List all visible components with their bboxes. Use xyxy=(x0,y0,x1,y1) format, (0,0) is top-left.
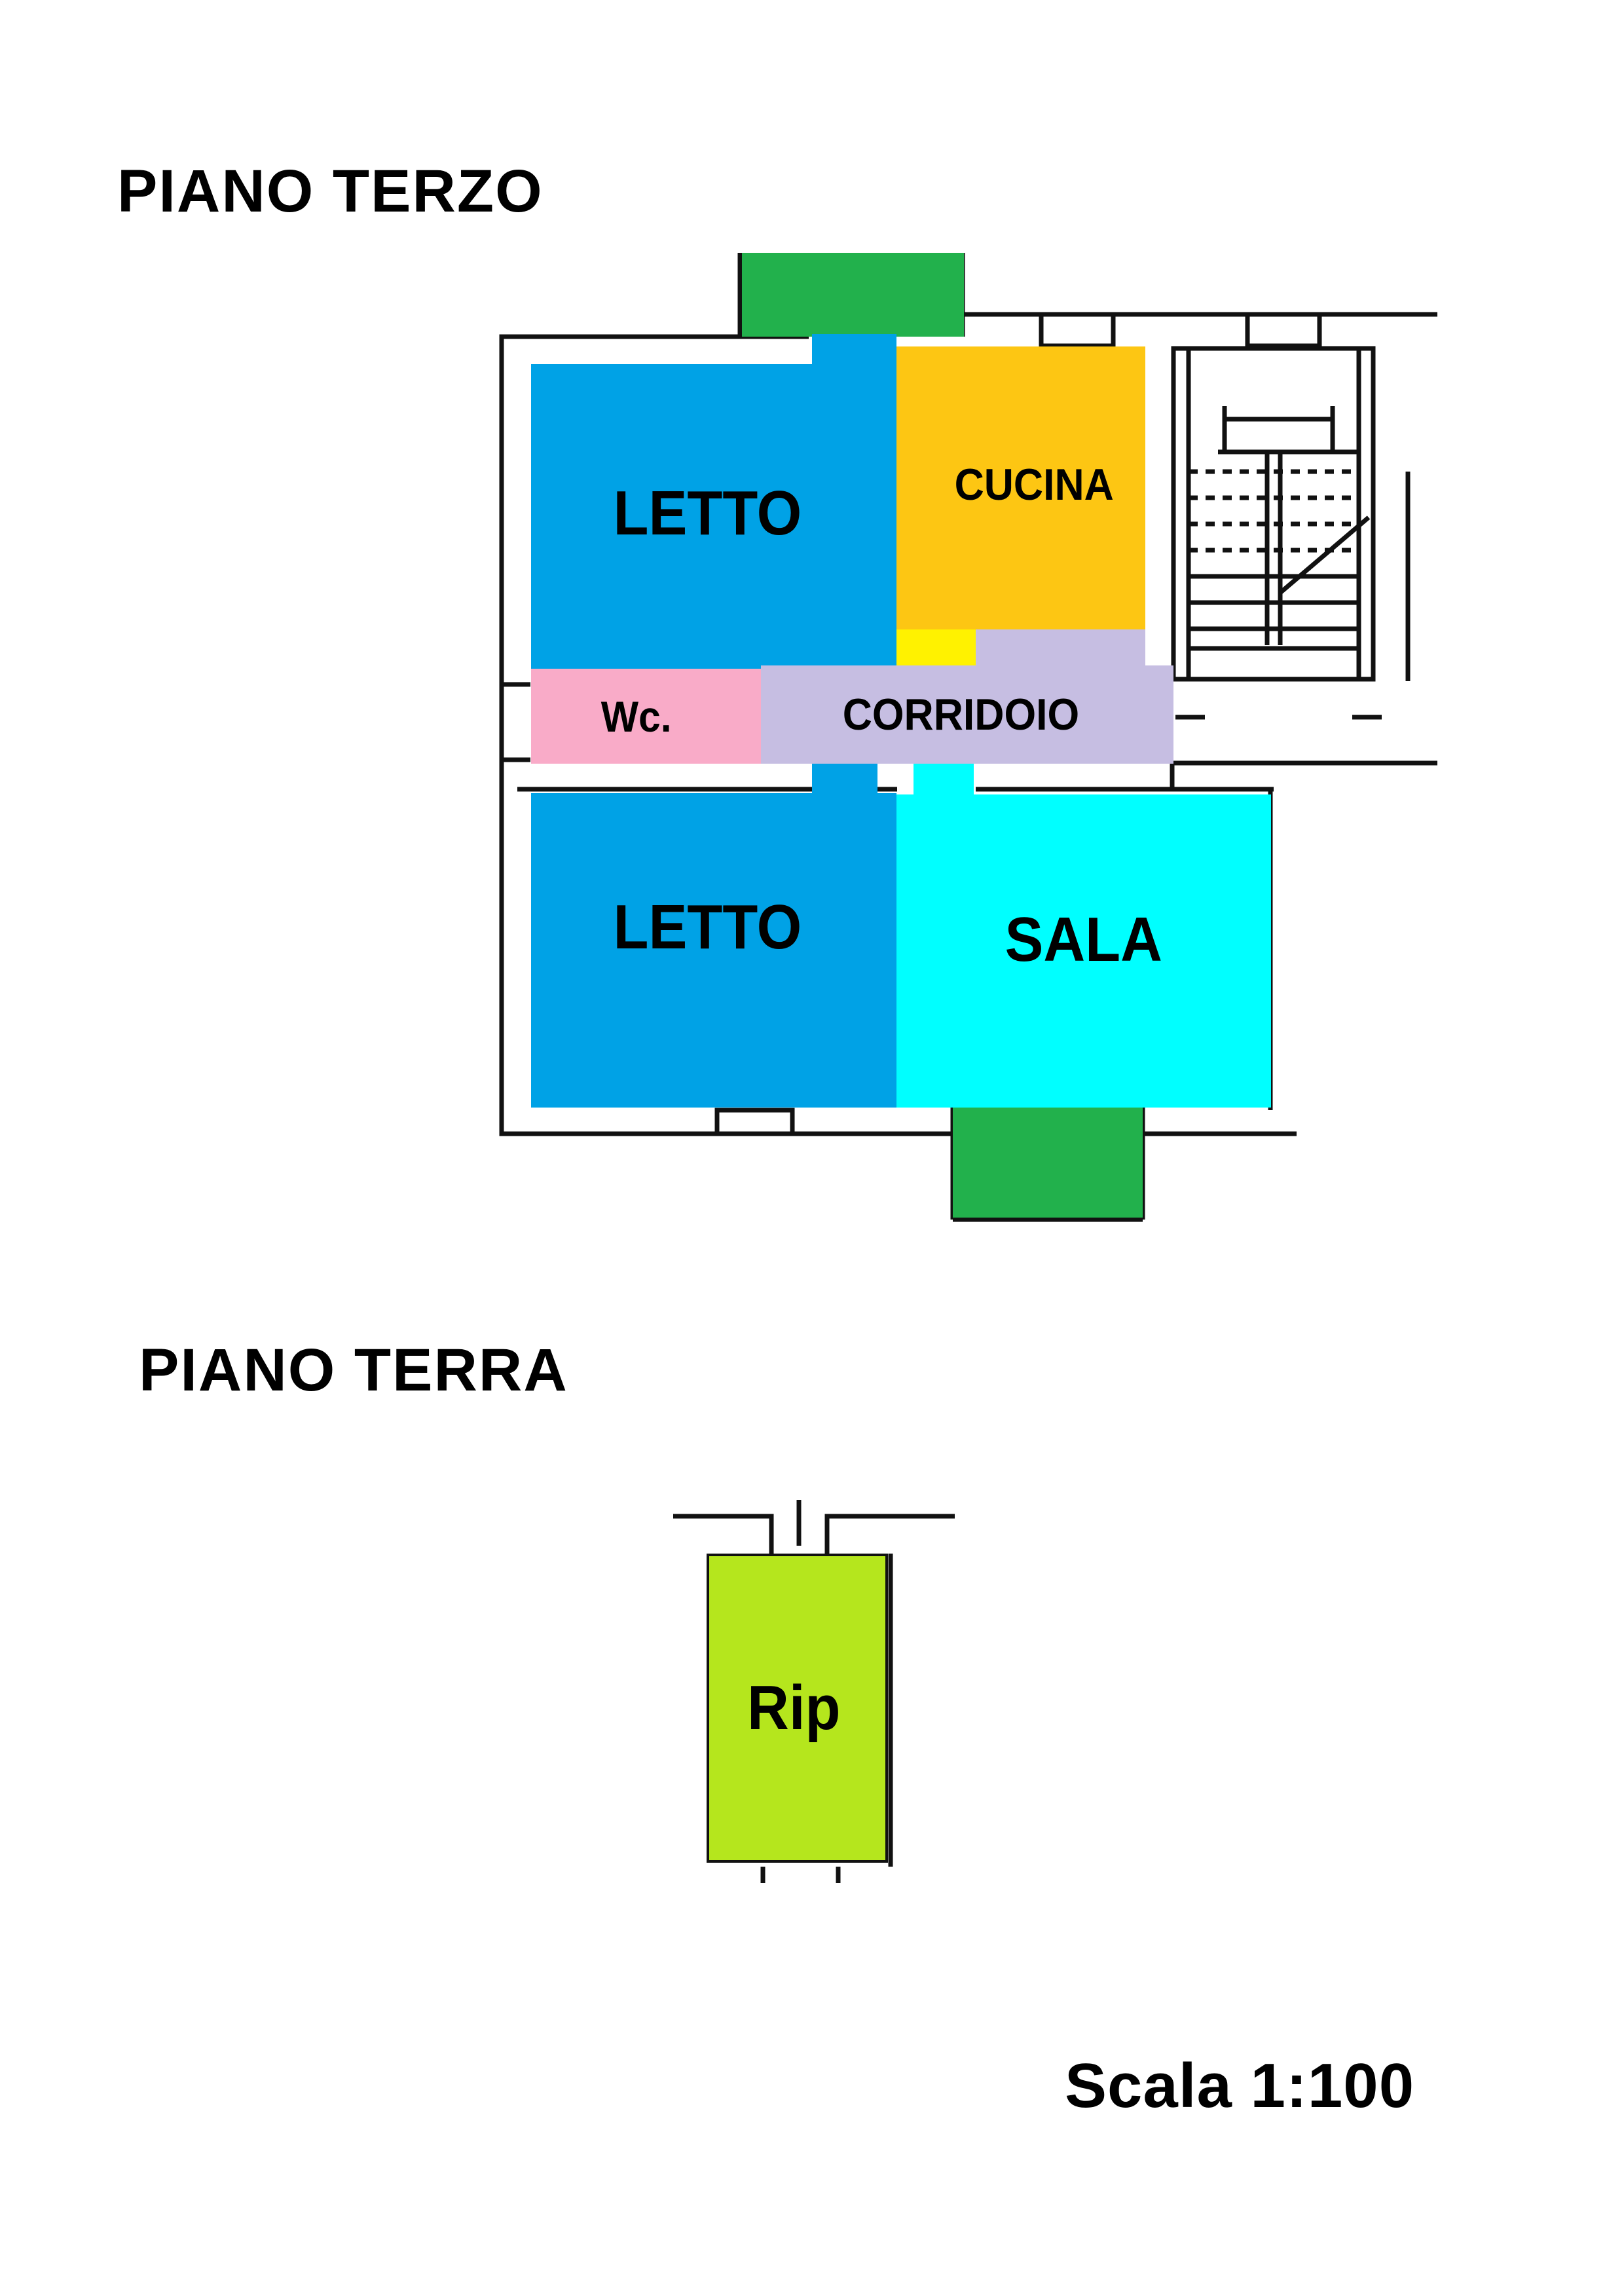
room-letto-1: LETTO xyxy=(531,364,896,669)
room-label: Wc. xyxy=(600,692,672,741)
balcony-north xyxy=(742,253,964,337)
balcony-south xyxy=(953,1108,1143,1218)
scale-label: Scala 1:100 xyxy=(1065,2051,1415,2121)
room-ripostiglio: Rip xyxy=(707,1554,888,1863)
room-label: CORRIDOIO xyxy=(842,690,1079,739)
room-wc: Wc. xyxy=(531,669,761,764)
corridor-extension xyxy=(976,629,1145,669)
room-corridoio: CORRIDOIO xyxy=(761,665,1173,764)
floor-title-terra: PIANO TERRA xyxy=(139,1337,568,1404)
closet xyxy=(896,629,976,665)
passage-letto xyxy=(812,760,877,796)
room-label: LETTO xyxy=(613,892,802,962)
room-cucina: CUCINA xyxy=(896,346,1145,629)
room-label: Rip xyxy=(747,1673,841,1743)
room-label: CUCINA xyxy=(954,460,1114,510)
passage-sala xyxy=(913,760,974,796)
floor-title-terzo: PIANO TERZO xyxy=(117,158,544,225)
room-label: SALA xyxy=(1005,904,1163,975)
passage-north xyxy=(812,334,896,367)
room-label: LETTO xyxy=(613,477,802,548)
room-letto-2: LETTO xyxy=(531,793,896,1108)
room-sala: SALA xyxy=(896,794,1271,1108)
